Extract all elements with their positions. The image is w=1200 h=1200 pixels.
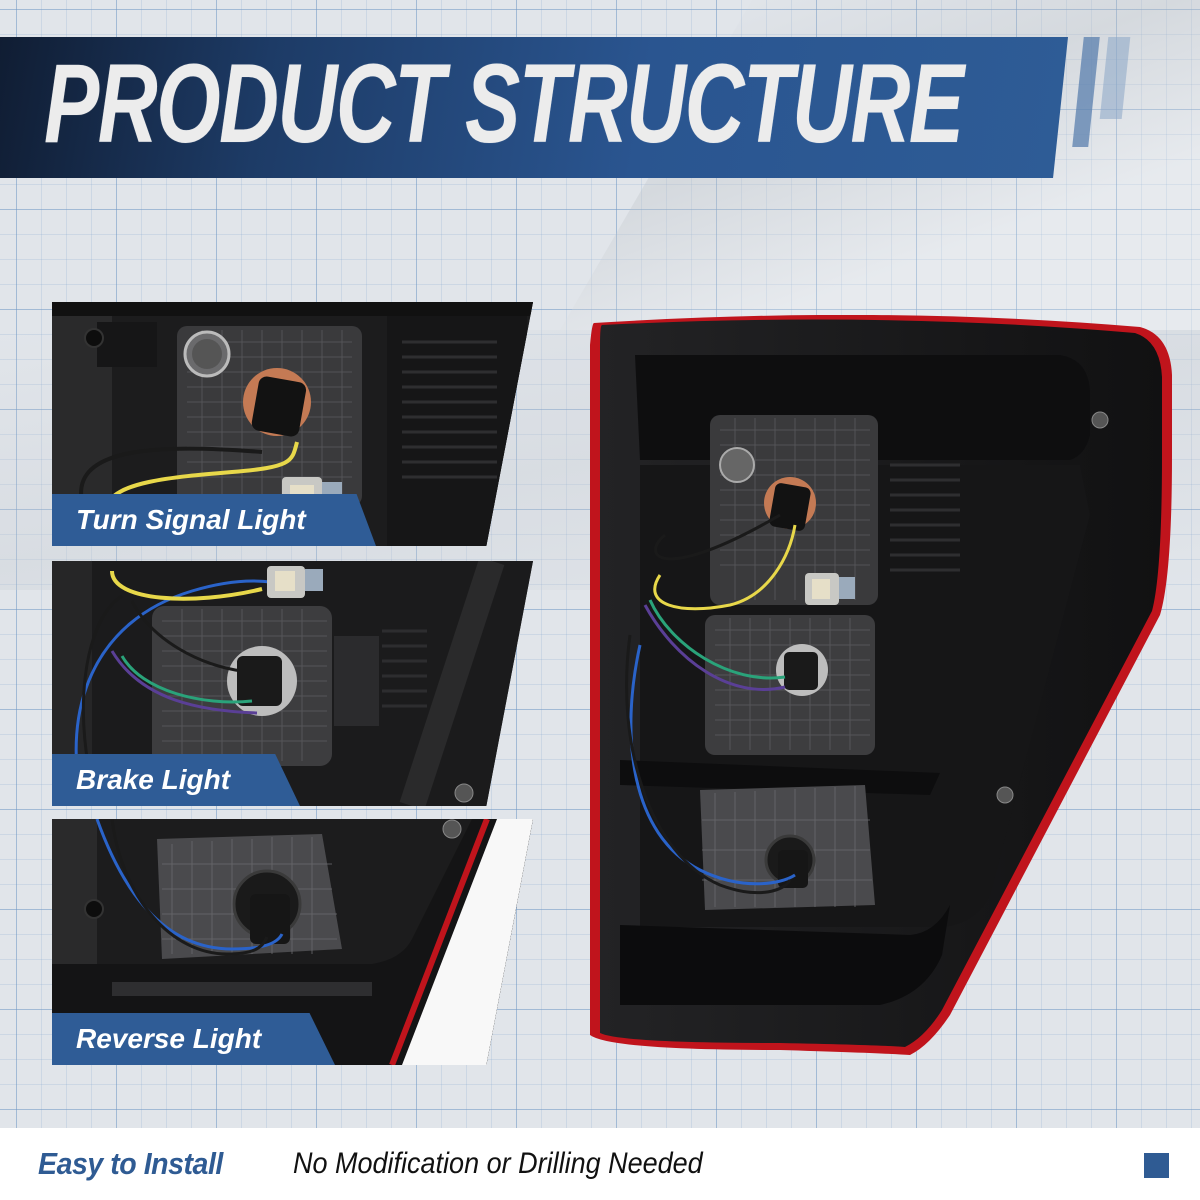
detail-panel-brake: Brake Light: [52, 561, 533, 806]
panel-label-reverse: Reverse Light: [52, 1013, 335, 1065]
mounting-stud-icon: [996, 786, 1014, 804]
page-title: PRODUCT STRUCTURE: [44, 41, 964, 166]
brake-light-photo: [52, 561, 533, 806]
mounting-stud-icon: [1091, 411, 1109, 429]
tail-light-assembly: [580, 314, 1180, 1055]
panel-label-brake: Brake Light: [52, 754, 300, 806]
footer-bar: Easy to Install No Modification or Drill…: [0, 1128, 1200, 1200]
footer-square-icon: [1144, 1153, 1169, 1178]
footer-highlight: Easy to Install: [38, 1146, 223, 1181]
panel-label-turn-signal: Turn Signal Light: [52, 494, 376, 546]
header-banner: [0, 37, 1068, 178]
detail-panel-reverse: Reverse Light: [52, 819, 533, 1065]
turn-signal-photo: [52, 302, 533, 546]
tail-light-illustration: [590, 314, 1172, 1055]
footer-description: No Modification or Drilling Needed: [293, 1147, 703, 1180]
detail-panel-turn-signal: Turn Signal Light: [52, 302, 533, 546]
